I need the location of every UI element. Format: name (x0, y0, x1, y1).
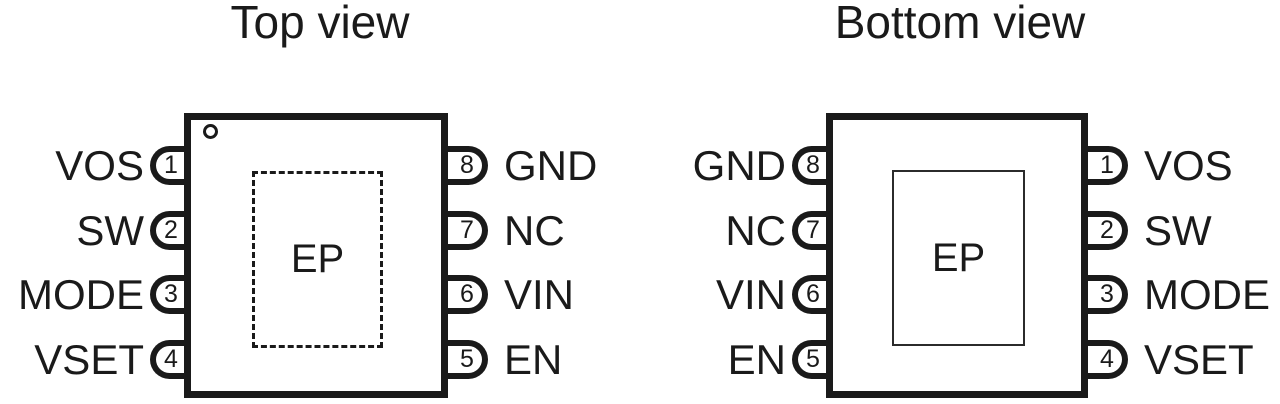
pin-tab-1[interactable]: 1 (1088, 146, 1128, 185)
pin1-index-dot (203, 124, 218, 139)
pin-tab-3[interactable]: 3 (150, 275, 190, 314)
exposed-pad-top-view: EP (252, 171, 383, 348)
pin-label-en: EN (727, 336, 786, 383)
bottom-view-panel: Bottom view EP 8 GND 7 NC 6 VIN 5 EN 1 V… (640, 0, 1280, 404)
pin-tab-1[interactable]: 1 (150, 146, 190, 185)
pin-label-vos: VOS (1144, 142, 1233, 189)
pin-tab-7[interactable]: 7 (792, 211, 832, 250)
pin-tab-2[interactable]: 2 (1088, 211, 1128, 250)
pin-tab-2[interactable]: 2 (150, 211, 190, 250)
pin-label-sw: SW (1144, 207, 1212, 254)
pin-tab-4[interactable]: 4 (150, 340, 190, 379)
exposed-pad-bottom-view: EP (892, 170, 1025, 346)
pin-tab-5[interactable]: 5 (448, 340, 488, 379)
pin-tab-3[interactable]: 3 (1088, 275, 1128, 314)
pin-tab-6[interactable]: 6 (448, 275, 488, 314)
pin-tab-4[interactable]: 4 (1088, 340, 1128, 379)
pin-label-vin: VIN (715, 271, 786, 318)
bottom-view-title: Bottom view (834, 0, 1086, 48)
pin-tab-8[interactable]: 8 (448, 146, 488, 185)
pin-tab-8[interactable]: 8 (792, 146, 832, 185)
pin-label-mode: MODE (1144, 271, 1270, 318)
pin-label-vset: VSET (34, 336, 144, 383)
pin-tab-5[interactable]: 5 (792, 340, 832, 379)
pin-label-sw: SW (76, 207, 144, 254)
top-view-title: Top view (230, 0, 410, 48)
chip-body-top-view (184, 113, 448, 398)
pin-label-vos: VOS (55, 142, 144, 189)
pin-label-nc: NC (504, 207, 565, 254)
top-view-panel: Top view EP 1 VOS 2 SW 3 MODE 4 VSET 8 G… (18, 0, 598, 398)
pin-label-mode: MODE (18, 271, 144, 318)
pin-label-vin: VIN (504, 271, 575, 318)
pin-label-nc: NC (725, 207, 786, 254)
pin-label-gnd: GND (504, 142, 598, 189)
chip-body-bottom-view (826, 113, 1088, 398)
pin-label-vset: VSET (1144, 336, 1254, 383)
pin-label-gnd: GND (692, 142, 786, 189)
pin-tab-7[interactable]: 7 (448, 211, 488, 250)
pin-tab-6[interactable]: 6 (792, 275, 832, 314)
pin-label-en: EN (504, 336, 563, 383)
